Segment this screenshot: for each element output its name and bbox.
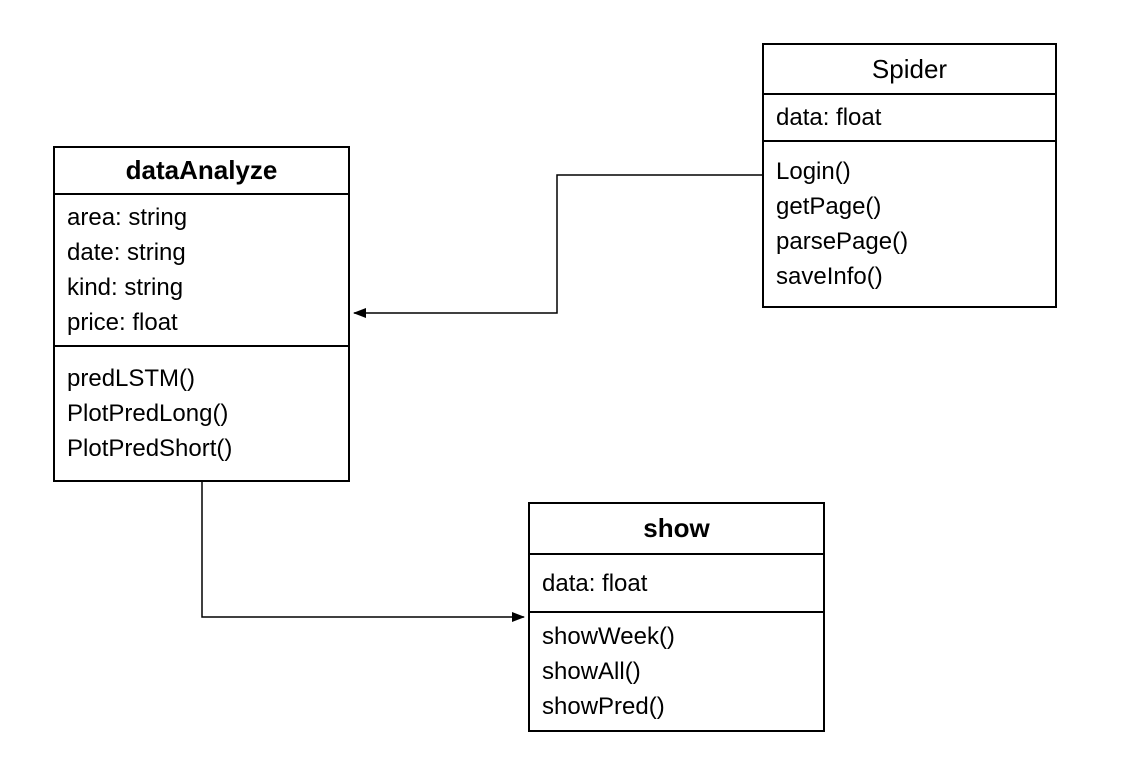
method: parsePage() [776, 228, 909, 255]
class-title: dataAnalyze [55, 148, 348, 195]
attributes-compartment: data: float [764, 95, 1055, 142]
method: PlotPredLong() [67, 400, 229, 427]
method: showWeek() [542, 623, 675, 650]
relation-arrow-dataanalyze-to-show [201, 481, 525, 622]
class-title: Spider [764, 45, 1055, 95]
methods-compartment: predLSTM() PlotPredLong() PlotPredShort(… [55, 347, 348, 480]
method: showAll() [542, 658, 641, 685]
class-box-dataanalyze: dataAnalyze area: string date: string ki… [53, 146, 350, 482]
class-title: show [530, 504, 823, 555]
class-box-show: show data: float showWeek() showAll() sh… [528, 502, 825, 732]
attribute: data: float [776, 104, 882, 131]
class-box-spider: Spider data: float Login() getPage() par… [762, 43, 1057, 308]
methods-compartment: showWeek() showAll() showPred() [530, 613, 823, 730]
methods-compartment: Login() getPage() parsePage() saveInfo() [764, 142, 1055, 306]
method: predLSTM() [67, 365, 196, 392]
method: PlotPredShort() [67, 435, 233, 462]
attribute: price: float [67, 309, 178, 336]
attribute: kind: string [67, 274, 184, 301]
attribute: data: float [542, 569, 648, 597]
attributes-compartment: data: float [530, 555, 823, 613]
attributes-compartment: area: string date: string kind: string p… [55, 195, 348, 347]
attribute: date: string [67, 239, 186, 266]
relation-arrow-spider-to-dataanalyze [353, 174, 762, 318]
method: Login() [776, 158, 851, 185]
method: saveInfo() [776, 263, 883, 290]
attribute: area: string [67, 204, 188, 231]
method: getPage() [776, 193, 882, 220]
method: showPred() [542, 693, 665, 720]
